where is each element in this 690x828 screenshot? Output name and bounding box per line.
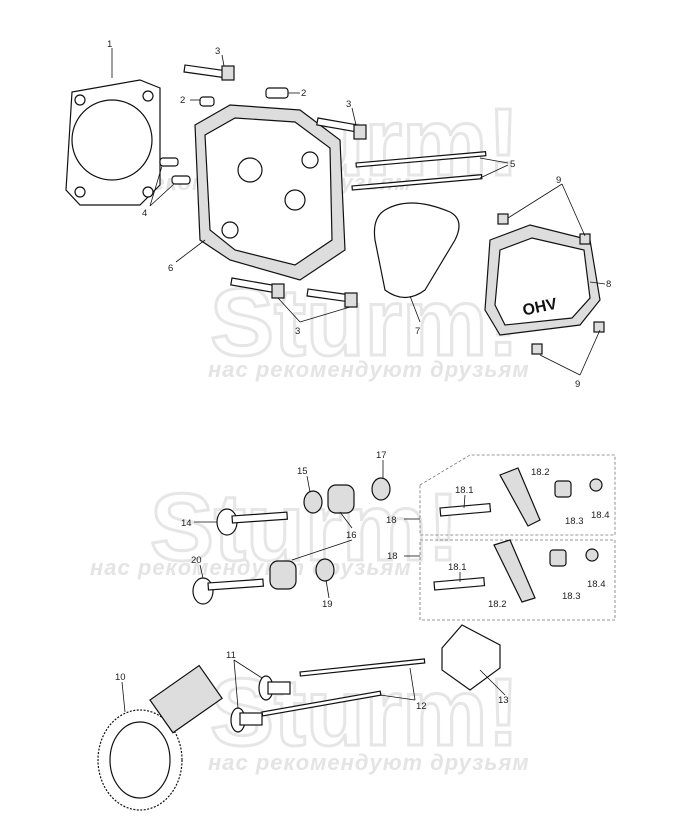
label-20: 20 [191,555,202,566]
ohv-emblem-text: OHV [521,296,559,320]
label-10: 10 [115,672,126,683]
watermark-brand: Sturm! [150,474,459,581]
label-8: 8 [606,279,611,290]
part-9-bolts [497,213,605,355]
label-5: 5 [510,159,515,170]
watermark-slogan: нас рекомендуют друзьям [208,750,530,775]
label-9: 9 [556,175,561,186]
label-16: 16 [346,530,357,541]
label-18-4: 18.4 [587,579,606,590]
label-1: 1 [107,39,112,50]
label-3: 3 [215,46,220,57]
label-18-4: 18.4 [591,510,610,521]
part-18-rocker-assemblies [419,454,616,621]
label-11: 11 [226,650,236,661]
part-7-cover-gasket [373,202,460,299]
label-18: 18 [386,515,397,526]
label-19: 19 [322,599,333,610]
part-10-camshaft [97,664,223,811]
part-8-valve-cover: OHV [484,224,601,336]
label-7: 7 [415,326,420,337]
label-9: 9 [575,379,580,390]
label-18: 18 [387,551,398,562]
label-18-2: 18.2 [488,599,507,610]
watermark-slogan: нас рекомендуют друзьям [90,555,412,580]
label-18-3: 18.3 [565,516,584,527]
watermark-slogan: нас рекомендуют друзьям [208,357,530,382]
label-18-2: 18.2 [531,467,550,478]
part-6-cylinder-head [194,104,346,281]
label-15: 15 [297,466,308,477]
part-3-bolts [183,64,367,308]
label-18-1: 18.1 [455,485,474,496]
label-18-1: 18.1 [448,562,467,573]
label-2: 2 [301,88,306,99]
label-14: 14 [181,518,192,529]
leader-lines [111,48,606,713]
label-4: 4 [142,208,147,219]
part-11-12-13 [230,624,501,733]
label-12: 12 [416,701,427,712]
part-5-push-rods [351,151,487,191]
valve-train-parts [192,477,391,605]
part-labels: 1 3 2 2 3 4 5 9 6 8 3 7 9 15 17 18.2 18.… [107,39,611,712]
label-2: 2 [180,95,185,106]
label-3: 3 [295,326,300,337]
label-18-3: 18.3 [562,591,581,602]
label-13: 13 [498,695,509,706]
label-17: 17 [376,450,387,461]
label-6: 6 [168,263,173,274]
label-3: 3 [346,99,351,110]
part-1-head-gasket [65,79,161,206]
